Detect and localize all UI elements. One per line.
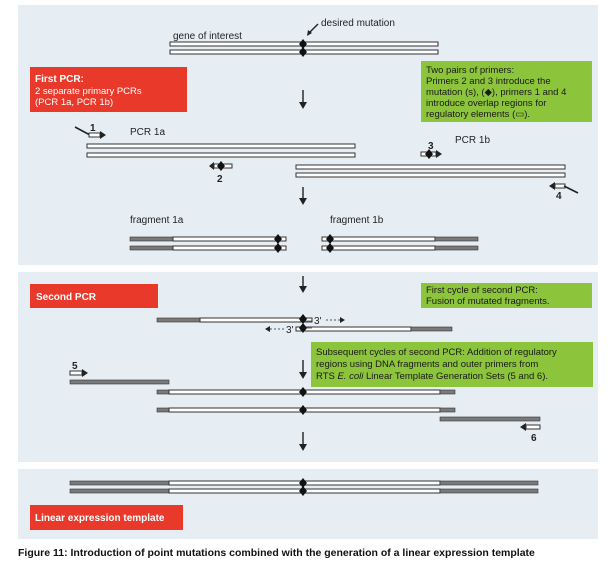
label-desired-mutation: desired mutation (321, 18, 395, 29)
primer-5-body (69, 370, 83, 376)
subsequent-line2: regions using DNA fragments and outer pr… (316, 359, 538, 370)
label-fragment-1a: fragment 1a (130, 215, 184, 226)
primer-6-body (525, 424, 541, 430)
primer-6-label: 6 (531, 433, 537, 444)
fragment-1b (321, 234, 479, 253)
primer-5-arrowhead (82, 369, 88, 377)
pcr1a-strand-top (86, 143, 356, 149)
left-regulatory-fragment (69, 379, 170, 385)
first-pcr-title: First PCR: (35, 74, 84, 85)
primer-5-label: 5 (72, 361, 78, 372)
second-pcr-title: Second PCR (36, 292, 97, 303)
label-gene-of-interest: gene of interest (173, 31, 242, 42)
assembled-mutation-diamond-icon (299, 405, 307, 415)
extension-arrowhead-left (265, 326, 270, 332)
label-three-prime-right: 3' (314, 316, 322, 327)
primer-4-arrowhead (549, 182, 555, 190)
extension-arrowhead-right (340, 317, 345, 323)
first-pcr-box (30, 67, 187, 112)
primer-1-arrowhead (100, 131, 106, 139)
pcr1a-strand-bottom (86, 152, 356, 158)
fusion-mutation-diamond-icon (299, 314, 307, 324)
label-three-prime-left: 3' (286, 325, 294, 336)
label-pcr-1b: PCR 1b (455, 135, 490, 146)
subsequent-line3: RTS E. coli Linear Template Generation S… (316, 371, 548, 382)
subsequent-cycles-box (311, 342, 593, 387)
primer-3-mutation-diamond-icon (425, 149, 433, 159)
flow-arrowhead-1 (299, 102, 307, 109)
panel-first-pcr (18, 5, 598, 265)
primer-4-tail (563, 185, 579, 194)
primers-note-line4: introduce overlap regions for (426, 98, 546, 109)
mutation-diamond-icon (299, 47, 307, 57)
fragment-1a (129, 234, 287, 253)
second-pcr-box (30, 284, 158, 308)
linear-template-title: Linear expression template (35, 513, 165, 524)
flow-arrowhead-2 (299, 198, 307, 205)
linear-template-box (30, 505, 183, 530)
primers-note-line1: Two pairs of primers: (426, 65, 514, 76)
primer-2-arrowhead (209, 162, 214, 170)
primer-1-tail (74, 126, 91, 136)
subsequent-line3-prefix: RTS (316, 371, 337, 382)
primer-4-body (554, 183, 566, 189)
fragment-1a-mutation-diamond-icon (274, 234, 282, 244)
mutation-pointer-arrowhead (307, 30, 312, 36)
first-pcr-line1: 2 separate primary PCRs (35, 86, 142, 97)
label-fragment-1b: fragment 1b (330, 215, 384, 226)
fusion-top-strand (156, 317, 313, 323)
fragment-1a-mutation-diamond-icon (274, 243, 282, 253)
primer-6-arrowhead (520, 423, 526, 431)
primer-1-label: 1 (90, 123, 96, 134)
figure-caption: Figure 11: Introduction of point mutatio… (18, 547, 535, 559)
flow-arrowhead-5 (299, 444, 307, 451)
mutation-pointer-arrow (308, 23, 319, 34)
right-regulatory-fragment (439, 416, 541, 422)
assembled-mutation-diamond-icon (299, 387, 307, 397)
first-cycle-line2: Fusion of mutated fragments. (426, 296, 550, 307)
fragment-1b-mutation-diamond-icon (326, 243, 334, 253)
primer-3-arrowhead (436, 150, 442, 158)
first-pcr-line2: (PCR 1a, PCR 1b) (35, 97, 113, 108)
flow-arrowhead-4 (299, 372, 307, 379)
flow-arrowhead-3 (299, 286, 307, 293)
primer-2-mutation-diamond-icon (217, 161, 225, 171)
label-pcr-1a: PCR 1a (130, 127, 165, 138)
pcr1b-strand-bottom (295, 172, 566, 178)
primers-note-line3: mutation (s), (◆), primers 1 and 4 (426, 87, 566, 98)
primers-note-box (421, 61, 592, 122)
fusion-bottom-strand (295, 326, 453, 332)
first-cycle-box (421, 283, 592, 308)
primer-4-label: 4 (556, 191, 562, 202)
subsequent-line3-italic: E. coli (337, 371, 364, 382)
subsequent-line3-suffix: Linear Template Generation Sets (5 and 6… (363, 371, 548, 382)
primers-note-line5: regulatory elements (▭). (426, 109, 530, 120)
pcr1b-strand-top (295, 164, 566, 170)
primer-3-label: 3 (428, 141, 434, 152)
primers-note-line2: Primers 2 and 3 introduce the (426, 76, 551, 87)
fragment-1b-mutation-diamond-icon (326, 234, 334, 244)
template-mutation-diamond-icon (299, 486, 307, 496)
first-cycle-line1: First cycle of second PCR: (426, 285, 538, 296)
primer-2-label: 2 (217, 174, 223, 185)
mutation-diamond-icon (299, 39, 307, 49)
template-mutation-diamond-icon (299, 478, 307, 488)
subsequent-line1: Subsequent cycles of second PCR: Additio… (316, 347, 557, 358)
